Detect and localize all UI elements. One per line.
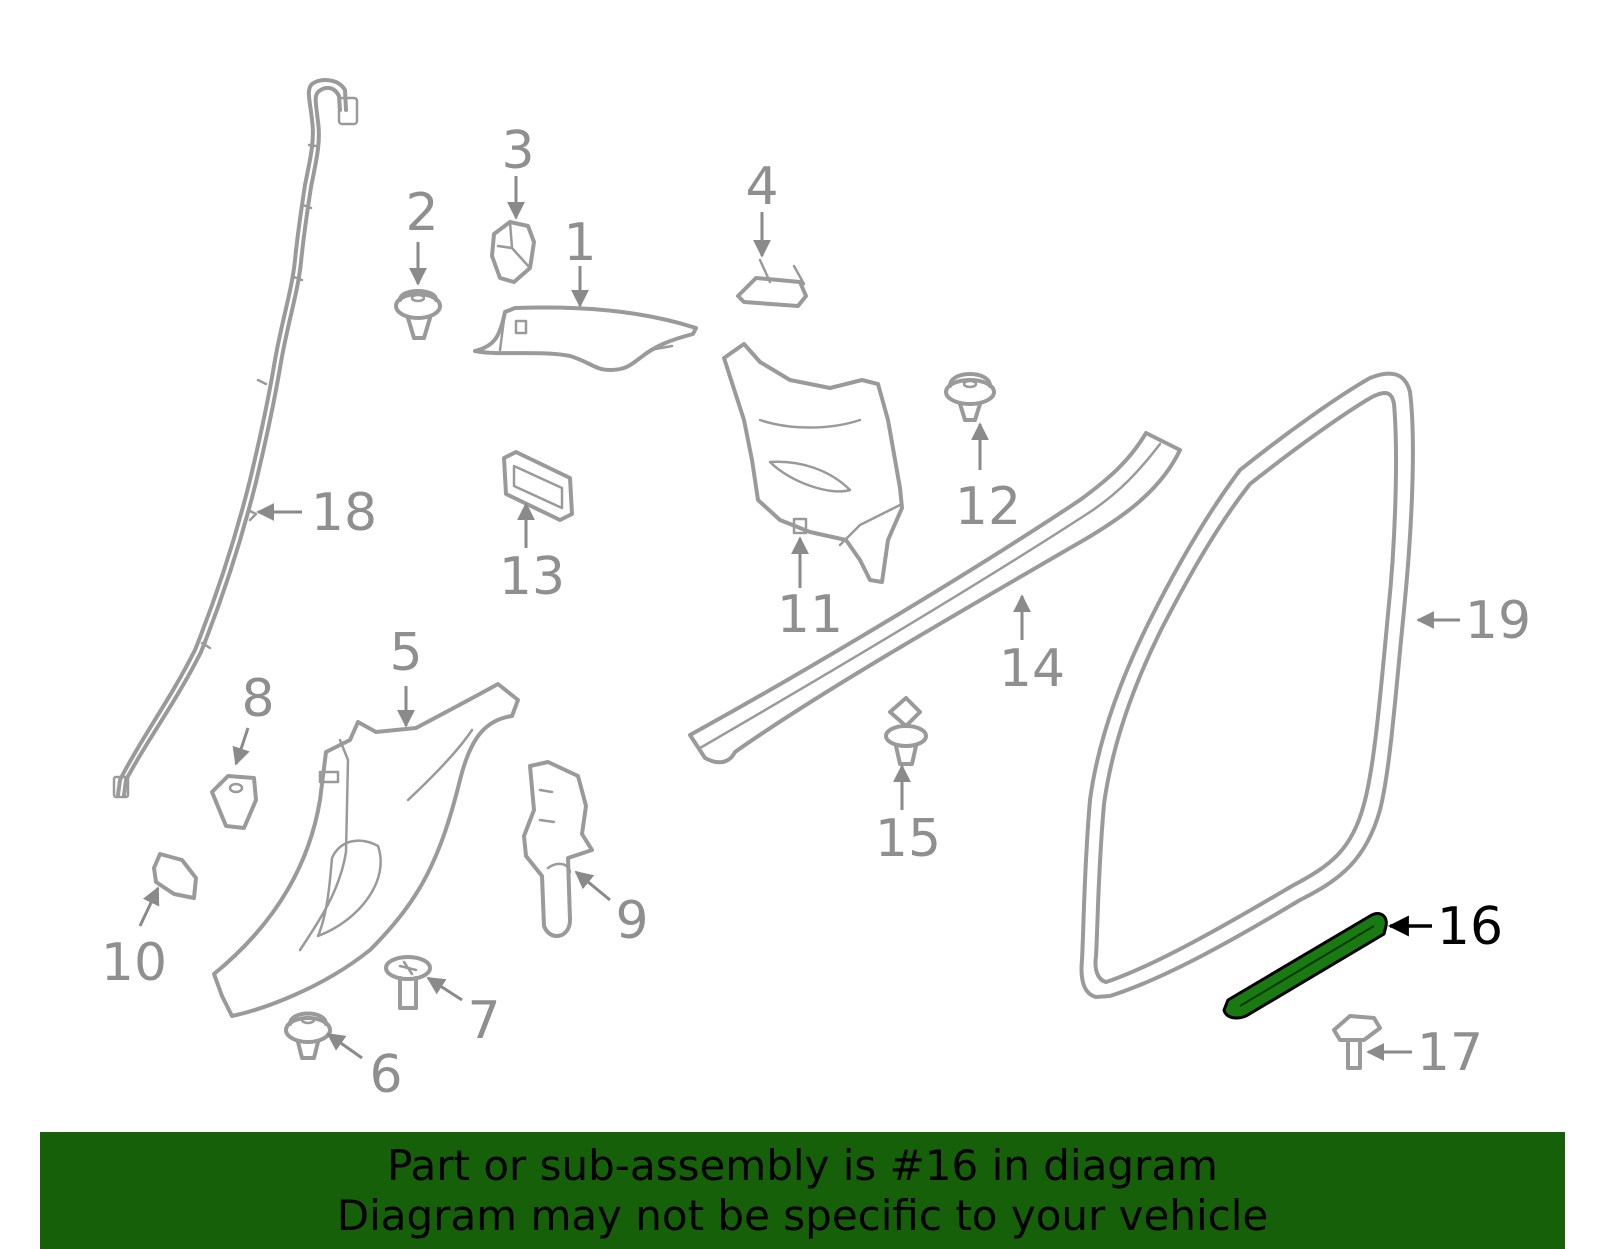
callout-18: 18 [311, 483, 377, 543]
part-5-quarter-trim [212, 682, 520, 1018]
part-18-wiring-harness [112, 78, 359, 799]
callout-13: 13 [499, 547, 565, 607]
part-4-bracket [736, 258, 808, 308]
callout-19: 19 [1465, 591, 1531, 651]
leader-8 [232, 727, 250, 766]
part-3-retainer [490, 220, 536, 284]
callout-1: 1 [563, 213, 596, 273]
part-7-screw [384, 955, 432, 1010]
callout-9: 9 [615, 891, 648, 951]
callout-12: 12 [955, 477, 1021, 537]
callout-7: 7 [467, 991, 500, 1051]
leader-lines [138, 176, 1460, 1061]
callout-14: 14 [999, 639, 1065, 699]
info-banner: Part or sub-assembly is #16 in diagram D… [40, 1132, 1565, 1249]
part-1-upper-trim [473, 305, 698, 372]
callout-8: 8 [241, 669, 274, 729]
part-14-sill-plate [688, 431, 1182, 765]
part-8-clip [210, 774, 258, 830]
callout-15: 15 [875, 809, 941, 869]
part-16-scuff-plate [1222, 912, 1388, 1020]
callout-16: 16 [1437, 897, 1503, 957]
callout-6: 6 [369, 1045, 402, 1105]
callout-10: 10 [101, 933, 167, 993]
leader-9 [574, 870, 611, 902]
part-12-push-clip [944, 372, 996, 422]
part-2-push-clip [394, 289, 442, 340]
leader-6 [326, 1032, 363, 1060]
part-10-clip [152, 852, 198, 900]
callout-5: 5 [389, 623, 422, 683]
part-9-hinge [522, 760, 594, 938]
part-6-push-clip [284, 1011, 332, 1060]
callout-11: 11 [777, 585, 843, 645]
part-19-weatherstrip [1079, 371, 1415, 999]
callout-4: 4 [745, 157, 778, 217]
callout-2: 2 [405, 183, 438, 243]
callout-3: 3 [501, 121, 534, 181]
part-17-clip [1332, 1014, 1382, 1070]
leader-7 [426, 976, 463, 1002]
banner-line-part-number: Part or sub-assembly is #16 in diagram [387, 1141, 1218, 1190]
part-15-push-clip [884, 696, 928, 766]
callout-17: 17 [1417, 1023, 1483, 1083]
leader-10 [138, 886, 160, 927]
part-13-bezel [502, 450, 574, 522]
callout-labels: 1 2 3 4 5 6 7 8 9 10 11 12 13 14 15 16 1… [101, 121, 1531, 1105]
part-11-pillar-trim [722, 342, 904, 584]
banner-line-disclaimer: Diagram may not be specific to your vehi… [336, 1191, 1269, 1240]
